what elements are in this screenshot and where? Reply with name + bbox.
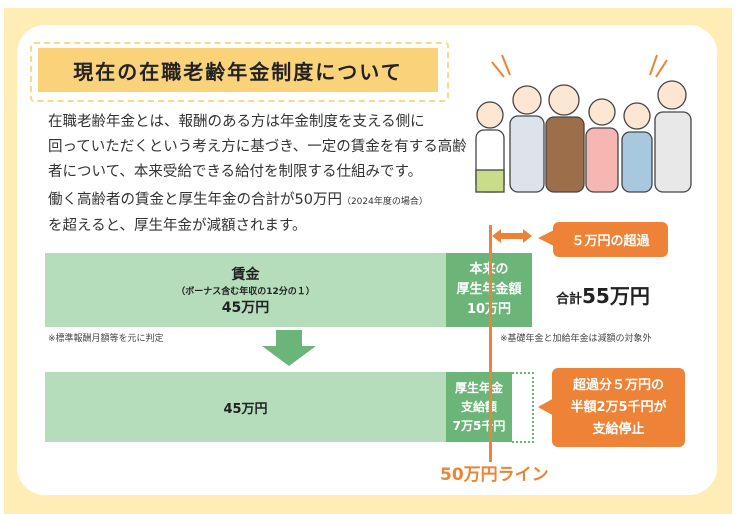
description-line: 回っていただくという考え方に基づき、一定の賃金を有する高齢 bbox=[48, 139, 467, 155]
wage-bar: 賃金 （ボーナス含む年収の12分の１） 45万円 bbox=[45, 253, 446, 327]
description-line: 者について、本来受給できる給付を制限する仕組みです。 bbox=[48, 164, 423, 180]
callout-pointer bbox=[538, 230, 554, 246]
wage-sublabel: （ボーナス含む年収の12分の１） bbox=[176, 286, 315, 297]
year-note: （2024年度の場合） bbox=[341, 197, 428, 207]
double-arrow-icon bbox=[492, 229, 532, 243]
callout-pointer bbox=[538, 398, 554, 416]
total-value: 55万円 bbox=[582, 284, 650, 308]
down-arrow-icon bbox=[262, 330, 316, 366]
pension-line: 厚生年金額 bbox=[456, 280, 521, 300]
stopped-portion bbox=[512, 372, 534, 443]
threshold-line bbox=[489, 225, 492, 462]
description-threshold: 働く高齢者の賃金と厚生年金の合計が50万円（2024年度の場合） を超えると、厚… bbox=[48, 188, 468, 238]
pension-line: 本来の bbox=[469, 260, 508, 280]
seniors-illustration bbox=[475, 54, 692, 193]
wage-label: 賃金 bbox=[231, 266, 260, 283]
threshold-text-2: を超えると、厚生年金が減額されます。 bbox=[48, 218, 307, 234]
callout-line: 半額2万5千円が bbox=[570, 399, 667, 415]
total: 合計55万円 bbox=[556, 280, 650, 309]
suspension-callout: 超過分５万円の 半額2万5千円が 支給停止 bbox=[552, 368, 685, 447]
wage-bar-after: 45万円 bbox=[45, 372, 446, 442]
pension-line: 支給額 bbox=[460, 399, 497, 414]
pension-line: 7万5千円 bbox=[452, 418, 506, 433]
title-frame bbox=[30, 42, 449, 102]
callout-line: 支給停止 bbox=[592, 421, 645, 437]
description: 在職老齢年金とは、報酬のある方は年金制度を支える側に 回っていただくという考え方… bbox=[48, 110, 468, 185]
note-left: ※標準報酬月額等を元に判定 bbox=[48, 334, 164, 344]
wage-amount: 45万円 bbox=[221, 299, 270, 316]
paid-pension-box: 厚生年金 支給額 7万5千円 bbox=[446, 372, 512, 442]
wage-amount-after: 45万円 bbox=[223, 401, 268, 417]
threshold-text: 働く高齢者の賃金と厚生年金の合計が50万円 bbox=[48, 192, 342, 208]
page-title: 現在の在職老齢年金制度について bbox=[38, 48, 438, 92]
note-right: ※基礎年金と加給年金は減額の対象外 bbox=[500, 334, 652, 344]
total-label: 合計 bbox=[556, 292, 583, 307]
excess-callout: ５万円の超過 bbox=[553, 222, 668, 257]
description-line: 在職老齢年金とは、報酬のある方は年金制度を支える側に bbox=[48, 114, 425, 130]
pension-line: 厚生年金 bbox=[454, 380, 503, 395]
threshold-line-label: 50万円ライン bbox=[440, 465, 549, 485]
callout-line: 超過分５万円の bbox=[572, 377, 664, 393]
